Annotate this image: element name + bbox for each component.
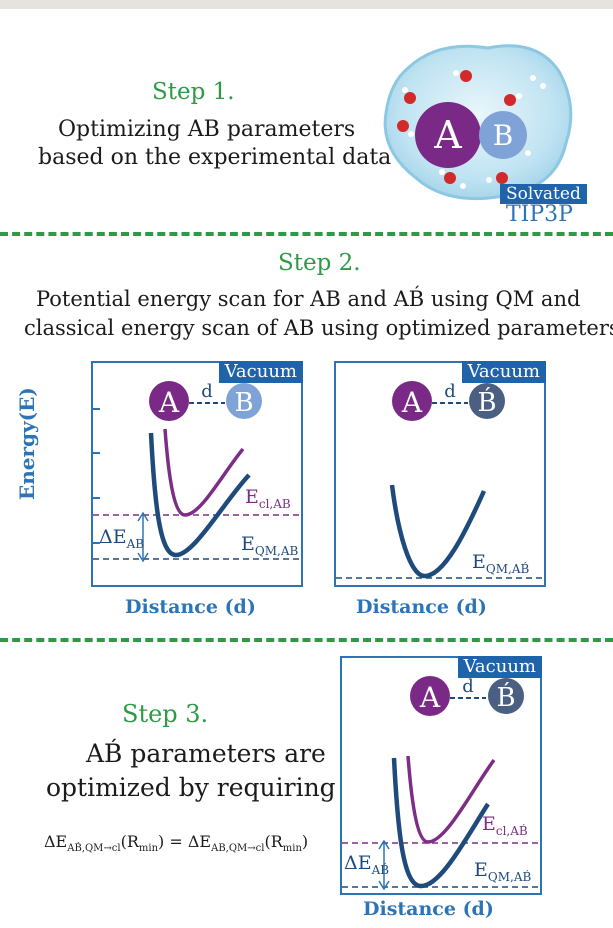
cl-curve — [406, 755, 496, 844]
panel-ab-prime-plot: A d B́ EQM,AB́ — [336, 381, 544, 579]
top-border — [0, 0, 613, 9]
e-cl-label: Ecl,AB — [245, 486, 291, 511]
divider-2 — [0, 638, 613, 642]
step3-title: Step 3. — [122, 700, 209, 728]
atom-b-ball — [479, 111, 527, 159]
step1-line1: Optimizing AB parameters — [58, 117, 356, 142]
cl-curve — [163, 428, 245, 517]
panel-ab-prime: A d B́ EQM,AB́ Vacuum — [334, 361, 546, 587]
x-axis-label-step3: Distance (d) — [363, 898, 494, 920]
step2-line2: classical energy scan of AB using optimi… — [24, 316, 613, 340]
e-cl-label: Ecl,AB́ — [482, 813, 528, 838]
atom-b — [469, 383, 505, 419]
optimization-equation: ΔEAB́,QM→cl(Rmin) = ΔEAB,QM→cl(Rmin) — [44, 832, 309, 855]
vacuum-tag: Vacuum — [218, 361, 303, 383]
atom-a-ball — [415, 102, 481, 168]
step2-line1: Potential energy scan for AB and AB́ usi… — [36, 287, 581, 311]
panel-step3-plot: A d B́ ΔEAB́ Ecl,AB́ EQM,AB́ — [342, 676, 540, 891]
panel-ab-plot: A d B ΔEAB Ecl,AB EQM,AB — [93, 381, 301, 563]
step3-line1: AB́ parameters are — [86, 739, 326, 768]
atom-b — [488, 678, 524, 714]
atom-b-label: B — [234, 388, 253, 418]
atom-b-label: B — [493, 119, 514, 152]
delta-e-label: ΔEAB — [99, 526, 144, 551]
bond-label: d — [201, 381, 213, 402]
y-axis-label: Energy(E) — [15, 387, 39, 500]
x-axis-label-left: Distance (d) — [125, 596, 256, 618]
atom-a-label: A — [401, 386, 423, 419]
qm-curve — [148, 432, 251, 558]
atom-b-label: B́ — [477, 387, 496, 418]
atom-a — [149, 381, 189, 421]
vacuum-tag: Vacuum — [461, 361, 546, 383]
vacuum-tag: Vacuum — [457, 656, 542, 678]
bond-label: d — [444, 381, 456, 402]
water-molecules — [397, 70, 546, 189]
x-axis-label-right: Distance (d) — [356, 596, 487, 618]
step1-title: Step 1. — [152, 79, 235, 105]
step3-line2: optimized by requiring — [46, 773, 336, 802]
e-qm-label: EQM,AB — [241, 533, 298, 558]
atom-b — [226, 383, 262, 419]
atom-a — [392, 381, 432, 421]
atom-a — [410, 676, 450, 716]
bond-label: d — [462, 676, 474, 697]
qm-curve — [391, 757, 490, 889]
atom-b-label: B́ — [496, 682, 515, 713]
step2-title: Step 2. — [278, 250, 361, 276]
solvated-tag: Solvated — [500, 184, 587, 204]
panel-ab: A d B ΔEAB Ecl,AB EQM,AB Vacuum — [91, 361, 303, 587]
solvated-complex-illustration: A B — [383, 44, 573, 201]
e-qm-label: EQM,AB́ — [472, 551, 529, 576]
e-qm-label: EQM,AB́ — [474, 859, 531, 884]
panel-ab-prime-step3: A d B́ ΔEAB́ Ecl,AB́ EQM,AB́ Vacuum — [340, 656, 542, 895]
qm-curve — [389, 484, 487, 579]
atom-a-label: A — [419, 681, 441, 714]
divider-1 — [0, 232, 613, 236]
tip3p-label: TIP3P — [506, 202, 573, 227]
atom-a-label: A — [158, 386, 180, 419]
step1-line2: based on the experimental data — [38, 145, 392, 170]
atom-a-label: A — [433, 113, 462, 157]
delta-e-label: ΔEAB́ — [344, 852, 389, 877]
